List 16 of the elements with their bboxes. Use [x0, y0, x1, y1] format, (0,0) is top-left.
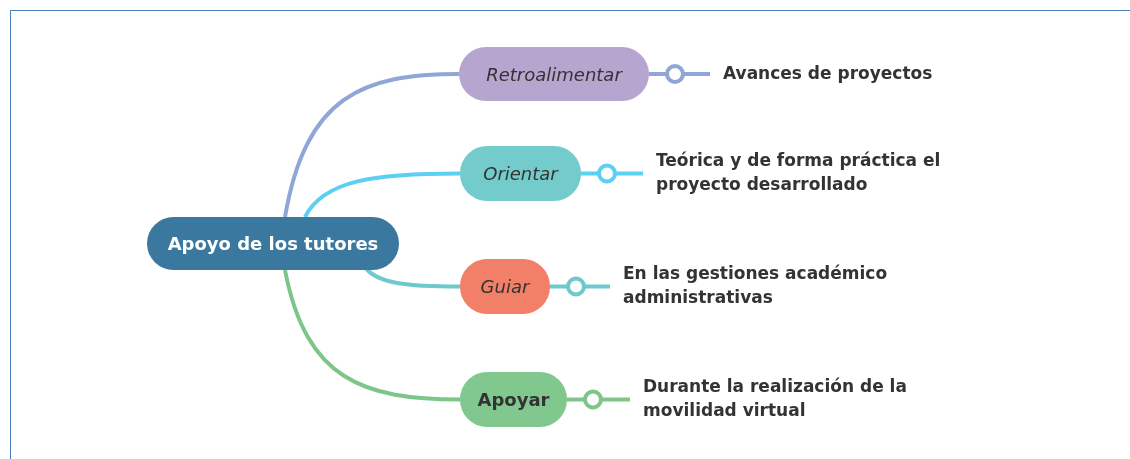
topic-note: Durante la realización de la movilidad virtual: [630, 371, 970, 427]
branch-topic: Retroalimentar: [459, 47, 649, 101]
connector-with-dot: [581, 163, 643, 184]
branch-topic: Guiar: [460, 259, 550, 314]
branch-topic: Apoyar: [460, 372, 567, 427]
branch-topic: Orientar: [460, 146, 581, 201]
connector-with-dot: [550, 276, 610, 297]
topic-note: Teórica y de forma práctica el proyecto desarrollado: [643, 145, 1003, 201]
connector-with-dot: [649, 64, 710, 84]
connector-with-dot: [567, 389, 630, 410]
branch-line: [283, 269, 461, 402]
branch-line: [283, 72, 460, 218]
root-topic: Apoyo de los tutores: [147, 217, 399, 270]
branch-line: [303, 171, 460, 219]
topic-note: Avances de proyectos: [710, 58, 1010, 90]
topic-note: En las gestiones académico administrativas: [610, 258, 950, 314]
